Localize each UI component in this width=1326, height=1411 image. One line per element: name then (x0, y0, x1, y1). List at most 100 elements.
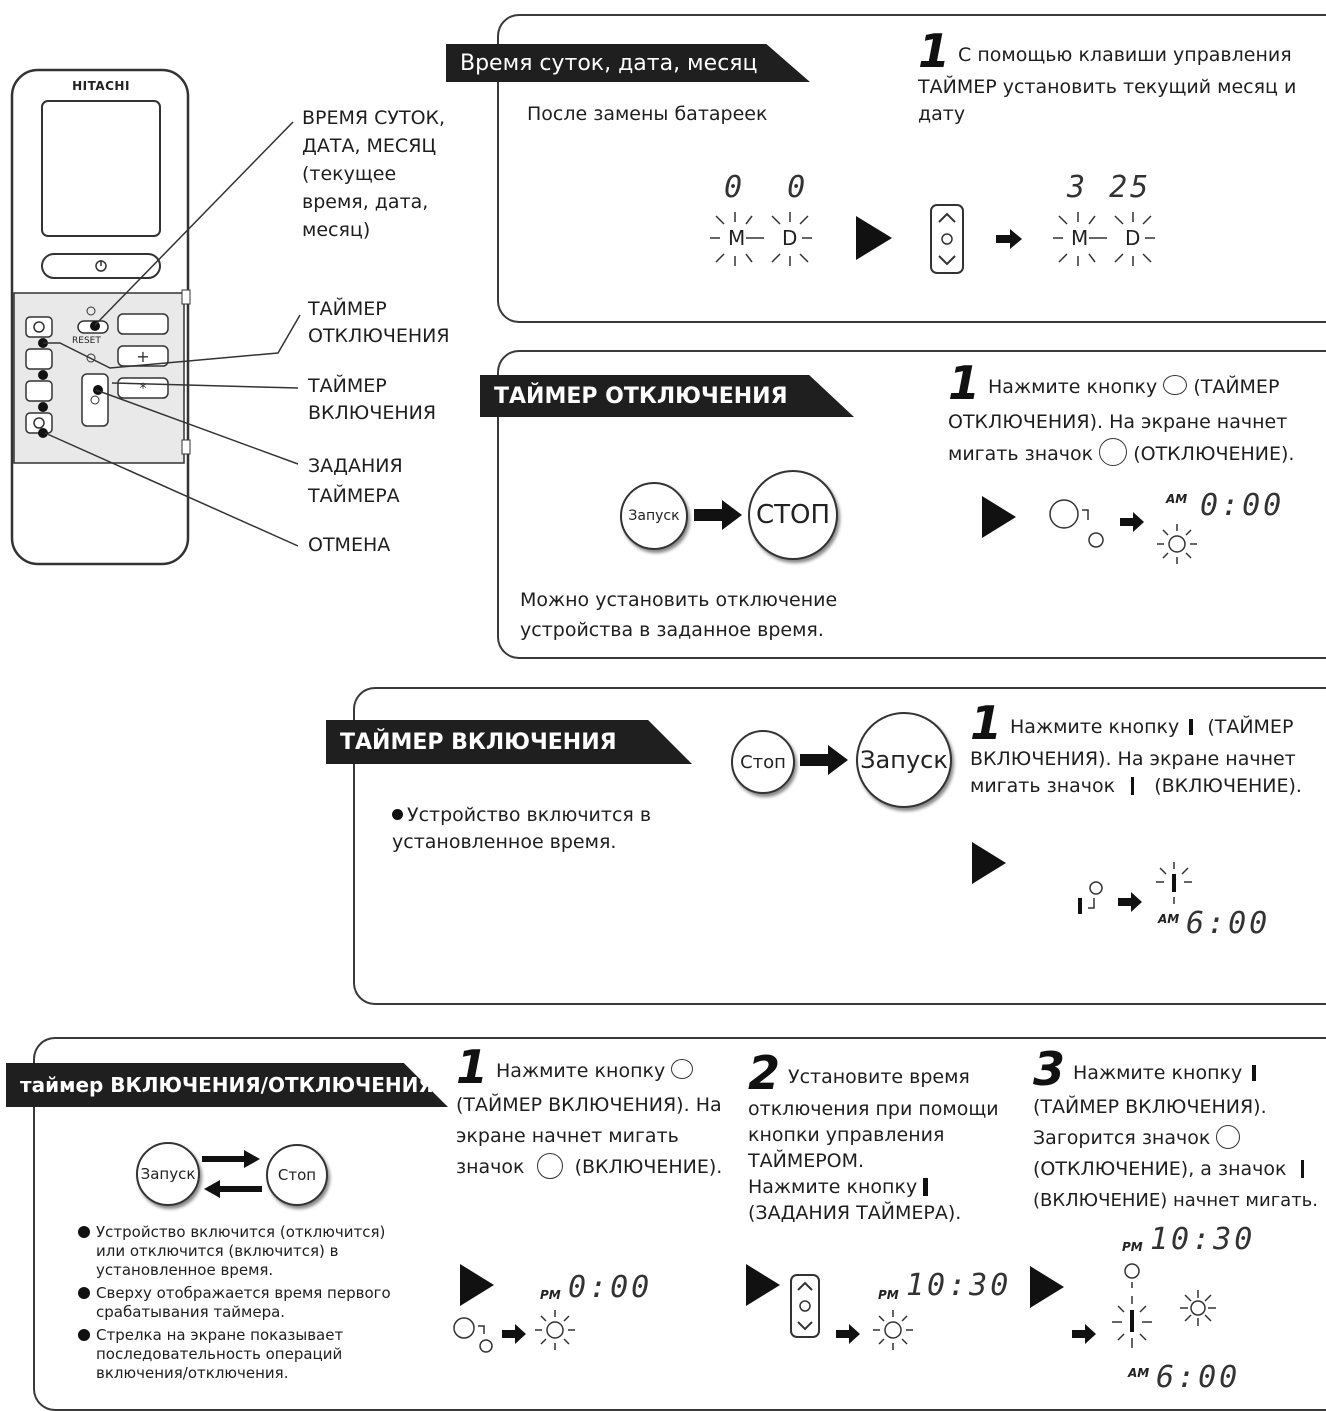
onoff-step-3-a: Нажмите кнопку (1073, 1062, 1243, 1084)
onoff-step-3-ampm-top: PM (1122, 1240, 1143, 1254)
on-timer-button-icon (1189, 719, 1194, 735)
play-arrow-icon (460, 1264, 494, 1306)
arrow-right-icon (800, 745, 848, 775)
off-timer-stop-circle: СТОП (748, 470, 838, 560)
on-timer-ampm: AM (1158, 912, 1180, 926)
small-arrow-icon (996, 229, 1022, 249)
off-circle-icon (1099, 438, 1128, 466)
callout-lines (43, 121, 301, 547)
bullet-icon (392, 809, 403, 820)
onoff-step-3-time-bottom: 6:00 (1156, 1360, 1241, 1395)
on-timer-stop-label: Стоп (740, 751, 786, 773)
play-arrow-icon (1030, 1266, 1064, 1308)
onoff-step-2-time: 10:30 (906, 1268, 1012, 1303)
onoff-start-label: Запуск (140, 1165, 196, 1183)
onoff-step-2-c: (ЗАДАНИЯ ТАЙМЕРА). (748, 1202, 962, 1224)
onoff-step-2-b: Нажмите кнопку (748, 1176, 918, 1198)
onoff-step-1-ampm: PM (540, 1288, 561, 1302)
on-timer-start-label: Запуск (860, 746, 948, 774)
svg-text:+: + (136, 347, 149, 366)
off-indicator-icon (1124, 1263, 1140, 1288)
clock-note: После замены батареек (527, 103, 768, 125)
on-timer-step-b: (ТАЙМЕР ВКЛЮЧЕНИЯ). На экране начнет миг… (970, 716, 1296, 797)
onoff-bullets: Устройство включится (отключится) или от… (78, 1223, 408, 1383)
on-timer-key-icon (1078, 881, 1103, 914)
onoff-step-1-b: (ТАЙМЕР ВКЛЮЧЕНИЯ). (456, 1094, 690, 1116)
off-timer-header-text: ТАЙМЕР ОТКЛЮЧЕНИЯ (494, 383, 788, 409)
callout-set-timer: ЗАДАНИЯ ТАЙМЕРА (308, 455, 403, 507)
clock-display-after: 3 25 M D (1045, 170, 1165, 270)
onoff-step-1-c: На экране начнет мигать значок (456, 1094, 722, 1178)
bullet-icon (78, 1226, 90, 1238)
onoff-stop-circle: Стоп (266, 1144, 328, 1206)
on-timer-section (353, 687, 1326, 1005)
small-arrow-icon (836, 1324, 860, 1344)
remote-brand: HITACHI (72, 79, 130, 93)
small-arrow-icon (502, 1324, 526, 1344)
onoff-bullet-1-text: Устройство включится (отключится) или от… (96, 1223, 386, 1279)
onoff-step-3-number: 3 (1033, 1042, 1066, 1096)
onoff-step-2-a: Установите время отключения при помощи к… (748, 1066, 999, 1172)
set-timer-button-icon (923, 1178, 929, 1196)
clock-section (497, 14, 1326, 323)
on-timer-step-c: (ВКЛЮЧЕНИЕ). (1154, 775, 1302, 797)
on-timer-description: Устройство включится в установленное вре… (392, 802, 692, 856)
onoff-timer-header: таймер ВКЛЮЧЕНИЯ/ОТКЛЮЧЕНИЯ (6, 1063, 448, 1107)
off-timer-stop-label: СТОП (755, 500, 831, 530)
clock-m-label-after: M (1071, 226, 1089, 250)
blinking-off-icon (535, 1310, 575, 1350)
onoff-step-3-ampm-bottom: AM (1128, 1366, 1150, 1380)
clock-step-number: 1 (918, 24, 951, 78)
callout-on-timer: ТАЙМЕР ВКЛЮЧЕНИЯ (308, 375, 437, 424)
play-arrow-icon (746, 1264, 780, 1306)
clock-header-text: Время суток, дата, месяц (460, 50, 758, 76)
off-timer-section (497, 350, 1326, 659)
remote-reset-label: RESET (72, 336, 101, 346)
onoff-start-circle: Запуск (136, 1142, 200, 1206)
onoff-bullet-3-text: Стрелка на экране показывает последовате… (96, 1326, 344, 1382)
off-timer-button-icon (671, 1059, 694, 1079)
sun-icon (1180, 1290, 1216, 1326)
on-timer-start-circle: Запуск (856, 712, 952, 808)
clock-d-label-after: D (1125, 226, 1141, 250)
onoff-step-1-time: 0:00 (568, 1270, 653, 1305)
onoff-step-2-ampm: PM (878, 1288, 899, 1302)
blinking-on-icon (1156, 862, 1192, 904)
on-timer-time: 6:00 (1186, 906, 1271, 941)
timer-rocker-icon (790, 1274, 820, 1338)
clock-header: Время суток, дата, месяц (446, 44, 810, 82)
onoff-bullet-2: Сверху отображается время первого срабат… (78, 1284, 408, 1322)
arrow-right-icon (694, 500, 742, 530)
on-timer-stop-circle: Стоп (731, 730, 795, 794)
off-timer-button-icon (1163, 375, 1188, 395)
off-circle-icon (536, 1153, 563, 1179)
onoff-step-3-c: Загорится значок (1033, 1127, 1211, 1149)
play-arrow-icon (972, 842, 1006, 884)
clock-step-text: С помощью клавиши управления ТАЙМЕР уста… (918, 44, 1297, 125)
callout-cancel: ОТМЕНА (308, 534, 391, 556)
clock-display-before: 0 0 M D (702, 170, 822, 270)
blinking-on-icon (1112, 1296, 1152, 1348)
off-timer-step-a: Нажмите кнопку (988, 376, 1158, 398)
onoff-step-1-number: 1 (456, 1040, 489, 1094)
off-timer-header: ТАЙМЕР ОТКЛЮЧЕНИЯ (480, 375, 854, 417)
clock-d-label-before: D (782, 226, 798, 250)
blink-marks (710, 212, 812, 266)
play-arrow-icon (856, 216, 892, 260)
callout-off-timer: ТАЙМЕР ОТКЛЮЧЕНИЯ (308, 298, 450, 347)
on-timer-description-text: Устройство включится в установленное вре… (392, 804, 652, 853)
off-timer-start-label: Запуск (628, 508, 680, 524)
small-arrow-icon (1072, 1324, 1096, 1344)
onoff-step-3-time-top: 10:30 (1150, 1222, 1256, 1257)
onoff-bullet-2-text: Сверху отображается время первого срабат… (96, 1284, 391, 1321)
onoff-bullet-1: Устройство включится (отключится) или от… (78, 1223, 408, 1280)
onoff-step-1-a: Нажмите кнопку (496, 1060, 666, 1082)
svg-text:*: * (140, 381, 147, 397)
on-timer-step-number: 1 (970, 696, 1003, 750)
callout-clock: ВРЕМЯ СУТОК, ДАТА, МЕСЯЦ (текущее время,… (302, 107, 446, 241)
blinking-off-icon (873, 1310, 913, 1350)
off-timer-ampm: AM (1166, 492, 1188, 506)
